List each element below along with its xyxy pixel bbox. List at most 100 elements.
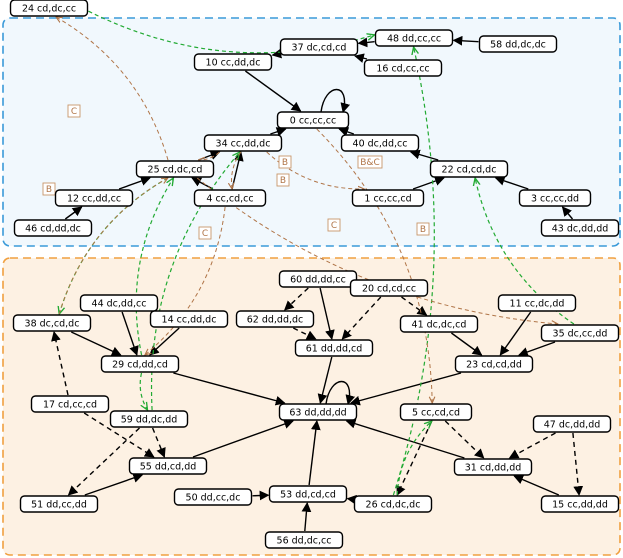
edge-38-to-25 [58,178,168,315]
node-11: 11 cc,dc,dd [497,294,577,312]
node-4: 4 cc,cd,cc [193,189,267,207]
svg-text:4 cc,cd,cc: 4 cc,cd,cc [206,193,253,204]
svg-text:25 cd,dc,cd: 25 cd,dc,cd [148,164,203,175]
node-29: 29 cd,dd,cd [100,355,180,373]
edge-34-to-0 [270,127,287,137]
node-37: 37 dc,cd,cd [279,38,359,56]
edge-44-to-29 [121,311,139,356]
edge-26-to-48 [392,47,435,496]
svg-text:24 cd,dc,cc: 24 cd,dc,cc [22,3,76,14]
edge-48-to-37 [357,37,375,48]
edge-label: C [198,226,212,240]
node-15: 15 cc,dd,dd [540,495,620,513]
node-0: 0 cc,cc,cc [276,111,350,129]
edge-47-to-15 [572,432,584,496]
edge-55-to-63 [192,419,294,458]
node-44: 44 dc,dd,cc [79,294,159,312]
edge-50-to-53 [252,490,270,501]
node-46: 46 cd,dd,dc [13,219,93,237]
edge-51-to-55 [84,473,144,496]
svg-text:B: B [420,225,426,235]
node-47: 47 dc,dd,dd [532,415,612,433]
node-40: 40 dc,dd,cc [340,134,420,152]
svg-text:10 cc,dd,dc: 10 cc,dd,dc [206,57,261,68]
svg-text:14 cc,dd,dc: 14 cc,dd,dc [162,314,217,325]
node-26: 26 cd,dc,dc [353,495,433,513]
edge-23-to-63 [350,372,462,406]
edge-46-to-12 [64,206,83,220]
edge-40-to-0 [338,127,355,137]
edge-25-to-35 [196,177,558,324]
svg-text:23 cd,cd,dd: 23 cd,cd,dd [466,359,522,370]
node-34: 34 cc,dd,dc [203,134,283,152]
node-51: 51 dd,cc,dd [19,495,99,513]
edge-5-to-26 [396,420,433,496]
node-31: 31 cd,dd,dd [453,458,533,476]
node-60: 60 dd,dd,cc [278,270,358,288]
node-22: 22 cd,cd,dc [429,160,509,178]
edge-1-to-22 [412,176,445,190]
svg-text:37 dc,cd,cd: 37 dc,cd,cd [292,42,347,53]
edge-12-to-25 [118,176,151,190]
edge-17-to-38 [51,331,69,396]
edge-17-to-55 [83,412,155,458]
svg-text:56 dd,dc,cc: 56 dd,dc,cc [277,535,332,546]
node-14: 14 cc,dd,dc [149,310,229,328]
edge-26-to-53 [346,494,357,505]
edge-37-to-10 [271,48,283,59]
svg-text:C: C [202,229,208,239]
edge-label: B [276,173,290,187]
edge-14-to-29 [149,327,180,356]
edge-4-to-29 [145,206,226,355]
svg-text:31 cd,dd,dd: 31 cd,dd,dd [465,462,522,473]
svg-text:63 dd,dd,dd: 63 dd,dd,dd [289,407,346,418]
svg-text:41 dc,dc,cd: 41 dc,dc,cd [412,319,467,330]
node-38: 38 dc,cd,dc [12,314,92,332]
edge-58-to-48 [452,35,479,46]
node-48: 48 dd,cc,cc [374,29,454,47]
svg-text:26 cd,dc,dc: 26 cd,dc,dc [366,499,421,510]
svg-text:47 dc,dd,dd: 47 dc,dd,dd [544,419,601,430]
edge-34-to-4 [231,151,242,189]
node-41: 41 dc,dc,cd [399,315,479,333]
svg-text:44 dc,dd,cc: 44 dc,dd,cc [92,298,147,309]
edge-15-to-31 [513,474,560,496]
svg-text:58 dd,dc,dc: 58 dd,dc,dc [490,39,546,50]
node-55: 55 dd,cd,dd [128,457,208,475]
edge-label: B [278,155,292,169]
edge-59-to-51 [67,427,140,496]
edge-22-to-40 [409,149,439,161]
node-20: 20 cd,cd,cc [349,279,429,297]
edge-3-to-22 [494,176,529,190]
svg-text:22 cd,cd,dc: 22 cd,cd,dc [442,164,497,175]
node-23: 23 cd,cd,dd [454,355,534,373]
svg-text:B&C: B&C [360,158,379,168]
edge-20-to-61 [341,296,382,340]
edge-11-to-23 [499,311,532,356]
svg-text:43 dc,dd,dd: 43 dc,dd,dd [552,223,609,234]
svg-text:40 dc,dd,cc: 40 dc,dd,cc [353,138,408,149]
svg-text:62 dd,dd,dc: 62 dd,dd,dc [247,314,304,325]
edge-53-to-63 [308,420,321,486]
svg-text:20 cd,cd,cc: 20 cd,cd,cc [362,283,416,294]
edge-label: B [42,182,56,196]
edge-26-to-5 [396,421,432,496]
edge-25-to-24 [56,17,169,161]
node-53: 53 dd,cd,cd [268,485,348,503]
edge-label: C [327,218,341,232]
svg-text:B: B [280,176,286,186]
edge-35-to-23 [518,341,556,357]
node-3: 3 cc,cc,dd [518,189,592,207]
svg-text:59 dd,dc,dd: 59 dd,dc,dd [121,414,178,425]
node-50: 50 dd,cc,dc [173,488,253,506]
svg-text:60 dd,dd,cc: 60 dd,dd,cc [290,274,346,285]
edge-56-to-53 [301,502,312,532]
node-43: 43 dc,dd,dd [540,219,620,237]
edge-29-to-25 [135,178,173,356]
node-56: 56 dd,dc,cc [264,531,344,549]
svg-text:5 cc,cd,cd: 5 cc,cd,cd [412,407,460,418]
edge-label: B&C [357,155,383,169]
edge-38-to-29 [71,331,122,356]
edge-63-to-63 [325,380,356,405]
